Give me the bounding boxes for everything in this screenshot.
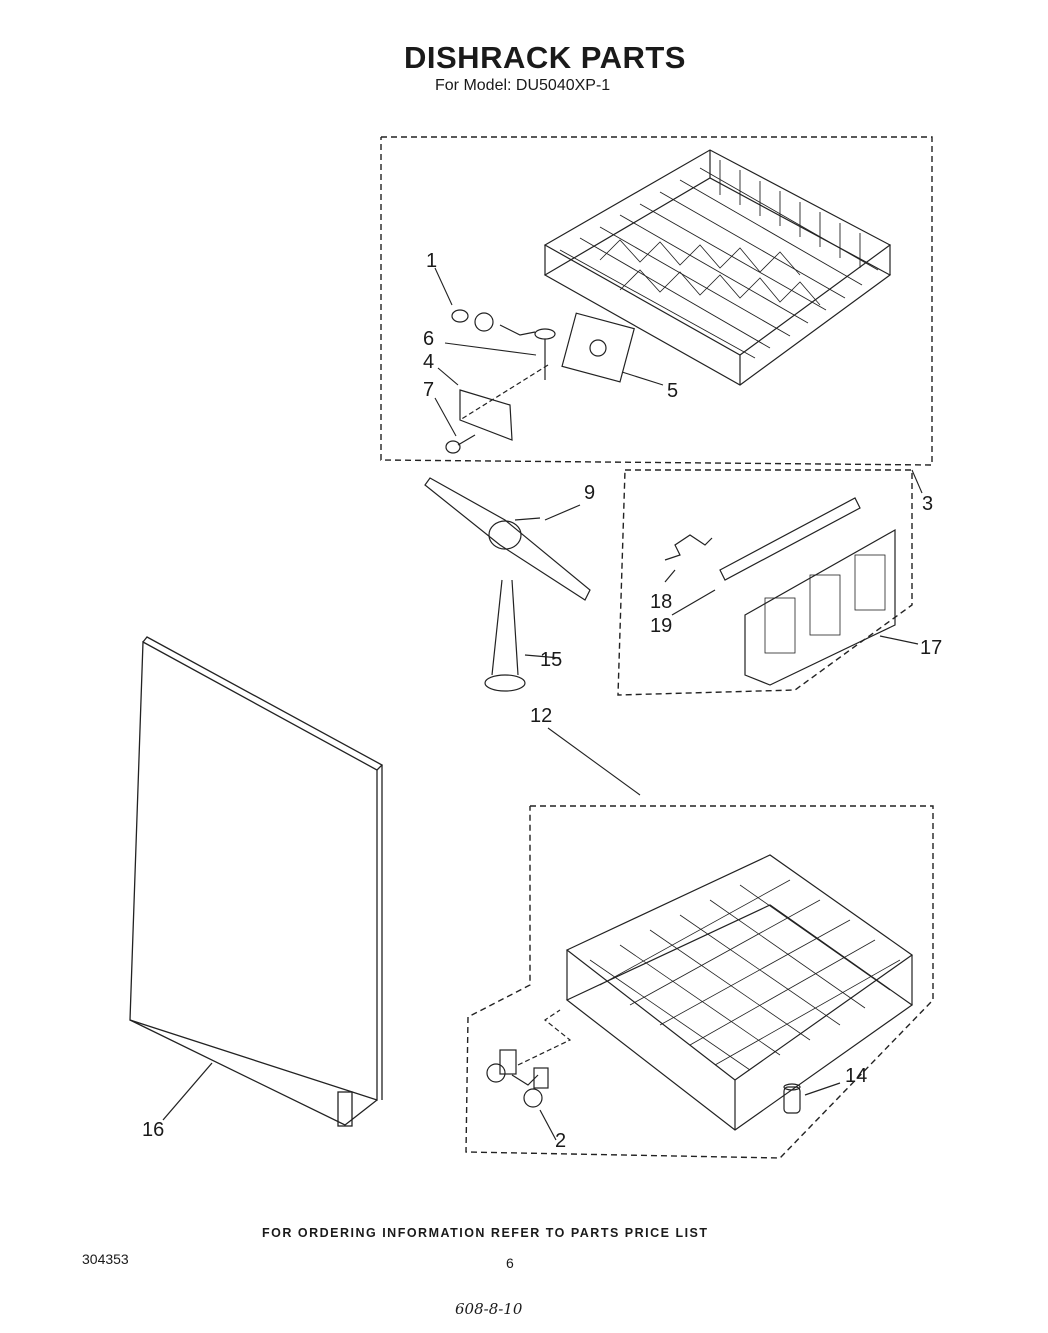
callout-7: 7 — [423, 379, 434, 401]
upper-leaders — [434, 267, 923, 494]
callout-15: 15 — [540, 649, 562, 671]
upper-rack-group-border — [380, 136, 933, 466]
callout-2: 2 — [555, 1130, 566, 1152]
upper-dishrack — [543, 149, 892, 386]
callout-19: 19 — [650, 615, 672, 637]
lower-rack-rollers — [486, 1009, 572, 1141]
lower-dishrack — [565, 854, 914, 1131]
door-panel — [129, 636, 384, 1127]
page-title: DISHRACK PARTS — [404, 40, 686, 75]
ordering-note: FOR ORDERING INFORMATION REFER TO PARTS … — [262, 1226, 709, 1240]
callout-5: 5 — [667, 380, 678, 402]
callout-16: 16 — [142, 1119, 164, 1141]
rack-bumper — [783, 1082, 841, 1114]
callout-14: 14 — [845, 1065, 867, 1087]
rack-adjuster-parts — [445, 309, 635, 454]
page-number: 6 — [506, 1255, 514, 1271]
filter-group-border — [617, 469, 913, 696]
lower-rack-group-border — [465, 805, 934, 1159]
callout-6: 6 — [423, 328, 434, 350]
leader-12 — [547, 727, 641, 796]
handwritten-code: 608-8-10 — [455, 1300, 523, 1318]
spray-arm — [424, 477, 591, 601]
callout-12: 12 — [530, 705, 552, 727]
spray-tower — [484, 579, 561, 692]
callout-18: 18 — [650, 591, 672, 613]
model-subtitle: For Model: DU5040XP-1 — [435, 77, 611, 94]
document-number: 304353 — [82, 1251, 129, 1267]
callout-1: 1 — [426, 250, 437, 272]
callout-17: 17 — [920, 637, 942, 659]
callout-3: 3 — [922, 493, 933, 515]
callout-9: 9 — [584, 482, 595, 504]
callout-4: 4 — [423, 351, 434, 373]
filter-assembly — [664, 497, 919, 686]
